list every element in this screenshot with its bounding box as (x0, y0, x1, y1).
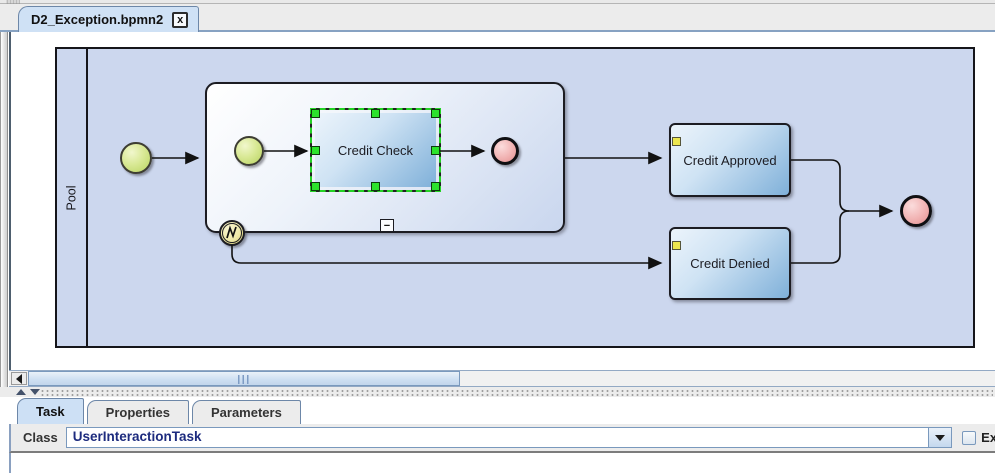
chevron-down-icon (935, 434, 946, 441)
error-zigzag-icon (226, 225, 237, 239)
task-credit-denied[interactable]: Credit Denied (669, 227, 791, 300)
start-event-subprocess[interactable] (234, 136, 264, 166)
divider-texture (40, 389, 993, 396)
tab-d2-exception-bpmn2[interactable]: D2_Exception.bpmn2 x (18, 6, 200, 32)
selection-handle-ne[interactable] (431, 109, 440, 118)
task-credit-approved[interactable]: Credit Approved (669, 123, 791, 197)
selection-handle-nw[interactable] (311, 109, 320, 118)
selection-handle-se[interactable] (431, 182, 440, 191)
property-panel-tab-bar: Task Properties Parameters (9, 397, 995, 424)
toolbar-grip-icon (6, 0, 20, 4)
task-credit-approved-label: Credit Approved (683, 152, 777, 168)
error-boundary-event[interactable] (219, 220, 245, 246)
task-credit-check[interactable]: Credit Check (315, 113, 436, 187)
scrollbar-left-button[interactable] (11, 372, 27, 385)
divider-collapse-up-icon[interactable] (16, 389, 26, 395)
pool-label: Pool (64, 184, 79, 211)
tab-properties-label: Properties (105, 405, 170, 420)
tab-properties[interactable]: Properties (86, 400, 189, 424)
editor-tab-bar: D2_Exception.bpmn2 x (0, 4, 995, 32)
class-combobox[interactable]: UserInteractionTask (65, 427, 953, 448)
canvas-horizontal-scrollbar[interactable] (9, 370, 995, 387)
tab-task-label: Task (36, 404, 65, 419)
editor-tab-title: D2_Exception.bpmn2 (31, 12, 164, 27)
class-field-label: Class (23, 430, 58, 445)
start-event-pool[interactable] (120, 142, 152, 174)
class-combobox-dropdown-button[interactable] (928, 427, 953, 448)
tab-close-icon[interactable]: x (172, 11, 189, 28)
divider-collapse-down-icon[interactable] (30, 389, 40, 395)
end-event-final[interactable] (900, 195, 932, 227)
scrollbar-grip-icon (238, 375, 250, 384)
subprocess-collapse-button[interactable]: − (380, 219, 394, 232)
class-field-row: Class UserInteractionTask Ex (9, 424, 995, 453)
property-panel-body (9, 453, 995, 473)
end-event-subprocess[interactable] (491, 137, 519, 165)
vertical-split-divider[interactable] (0, 32, 8, 397)
task-credit-denied-label: Credit Denied (690, 256, 770, 271)
pool-label-lane: Pool (57, 49, 88, 346)
horizontal-split-divider[interactable] (0, 387, 995, 397)
exclude-checkbox-label: Ex (981, 430, 995, 445)
tab-parameters[interactable]: Parameters (191, 400, 301, 424)
selection-handle-sw[interactable] (311, 182, 320, 191)
selection-handle-s[interactable] (371, 182, 380, 191)
diagram-canvas[interactable]: Pool − Credit Check (9, 32, 995, 370)
toolbar-edge (0, 0, 995, 4)
task-credit-check-label: Credit Check (337, 142, 414, 158)
class-combobox-input[interactable]: UserInteractionTask (65, 427, 929, 448)
selection-handle-w[interactable] (311, 146, 320, 155)
selection-handle-n[interactable] (371, 109, 380, 118)
scroll-left-arrow-icon (16, 373, 22, 384)
scrollbar-thumb[interactable] (28, 371, 460, 386)
user-task-marker-icon (672, 241, 681, 250)
user-task-marker-icon (672, 137, 681, 146)
exclude-checkbox[interactable] (962, 430, 977, 445)
tab-task[interactable]: Task (17, 398, 84, 424)
tab-parameters-label: Parameters (210, 405, 282, 420)
selection-handle-e[interactable] (431, 146, 440, 155)
